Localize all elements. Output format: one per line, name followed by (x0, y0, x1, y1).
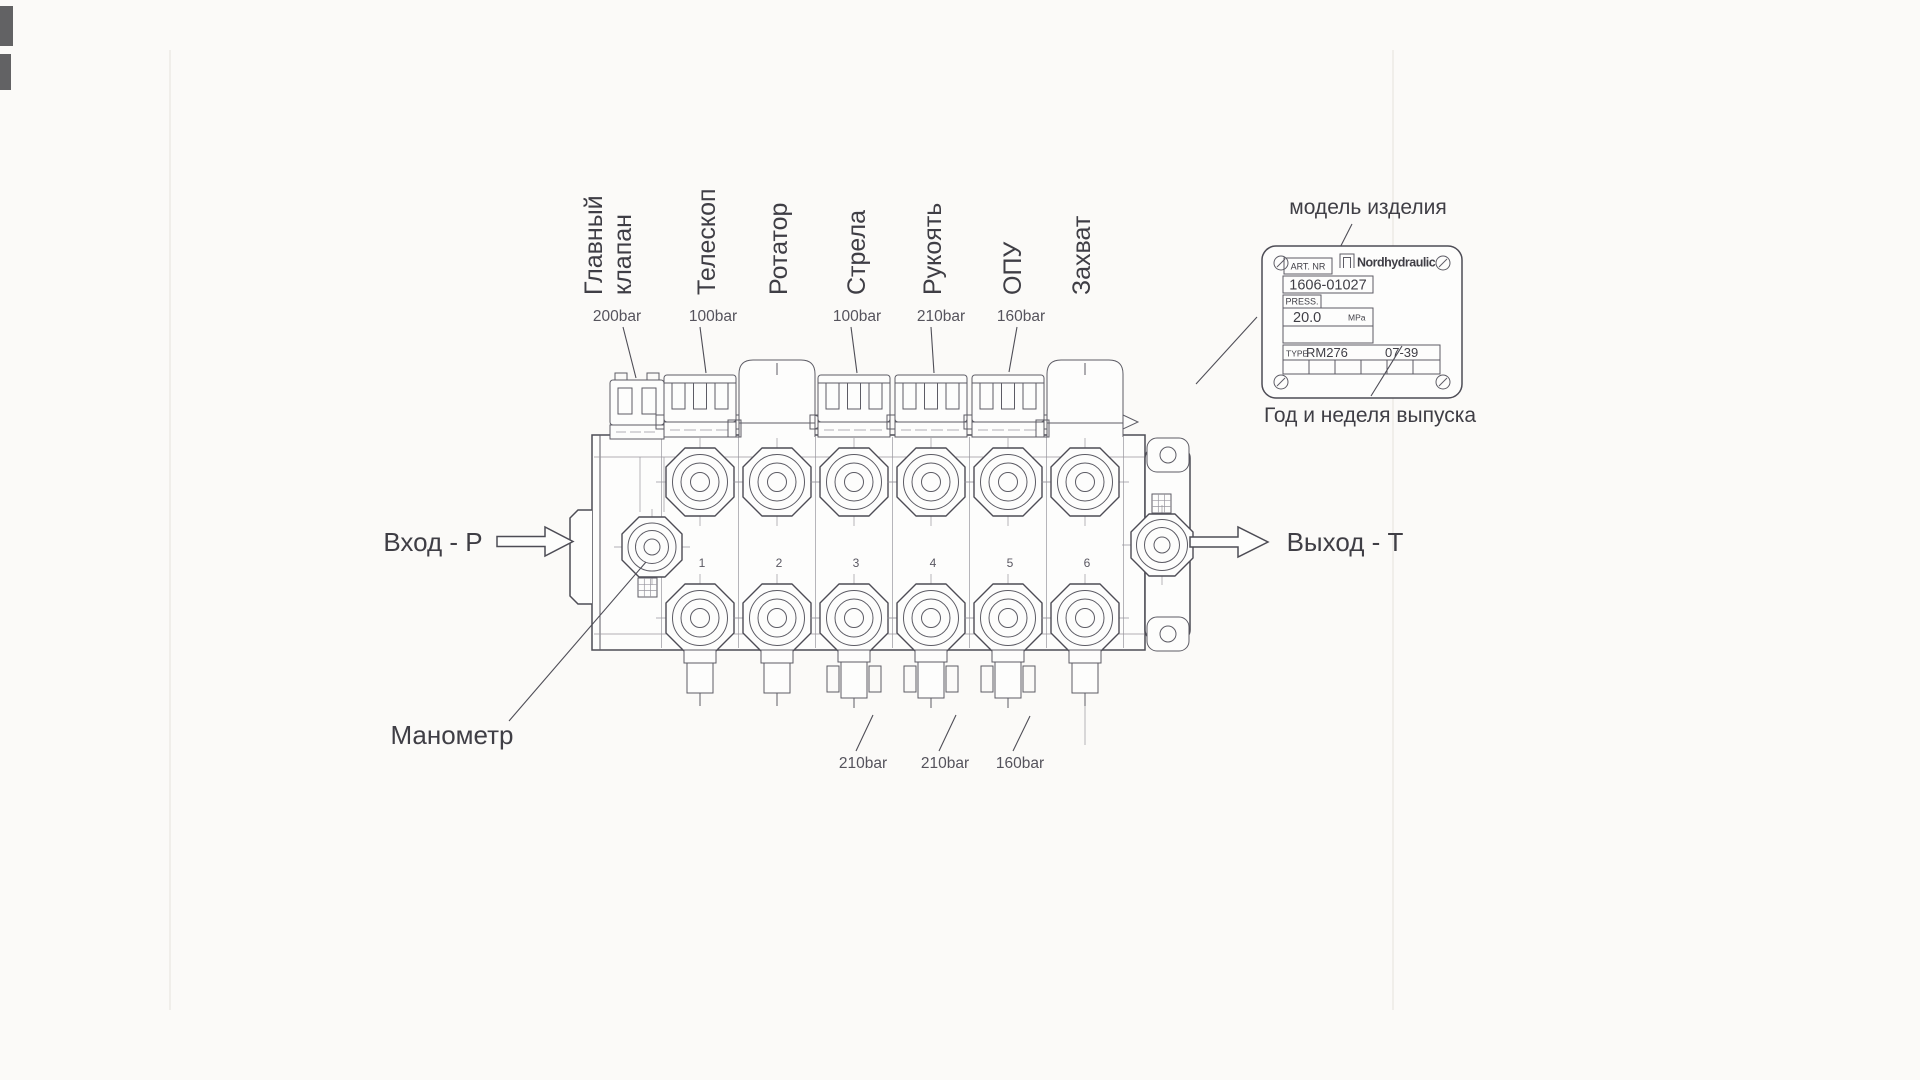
date-code-leader (1370, 345, 1403, 397)
pressure-opu-bottom: 160bar (996, 755, 1044, 772)
brand-name: Nordhydraulic (1357, 256, 1436, 270)
spool-ends-row (683, 649, 1102, 745)
label-grapple: Захват (1068, 215, 1096, 295)
top-pressure-settings: 200bar 100bar 100bar 210bar 160bar (593, 308, 1045, 379)
spool-numbers: 1 2 3 4 5 6 (699, 556, 1091, 570)
press-value: 20.0 (1293, 310, 1321, 326)
label-rotator: Ротатор (765, 203, 793, 295)
nameplate-to-valve-leader (1195, 316, 1258, 385)
gauge-annotation: Манометр (390, 561, 647, 750)
inlet-label: Вход - P (383, 527, 482, 557)
bottom-pressure-settings: 210bar 210bar 160bar (839, 714, 1044, 772)
inlet-annotation: Вход - P (383, 525, 575, 558)
spool-number-4: 4 (930, 556, 937, 570)
pressure-telescope: 100bar (689, 308, 737, 325)
pressure-main-valve: 200bar (593, 308, 641, 325)
brand-logo: Nordhydraulic (1339, 253, 1436, 270)
press-unit: MPa (1348, 313, 1366, 323)
label-main-valve-line2: клапан (609, 214, 637, 295)
outlet-annotation: Выход - Т (1189, 525, 1404, 559)
label-main-valve-line1: Главный (580, 195, 608, 295)
outlet-label: Выход - Т (1287, 527, 1404, 557)
spool-number-6: 6 (1084, 556, 1091, 570)
cap-grapple (1035, 359, 1139, 438)
cap-boom (809, 374, 899, 438)
spool-number-5: 5 (1007, 556, 1014, 570)
mounting-hole-top (1159, 446, 1177, 464)
inlet-arrow-icon (496, 525, 575, 558)
mounting-hole-bottom (1159, 625, 1177, 643)
type-label: TYPE (1286, 349, 1309, 359)
cap-opu (963, 374, 1053, 438)
brand-logo-icon (1339, 253, 1355, 268)
label-arm: Рукоять (919, 203, 947, 295)
date-code: 07-39 (1385, 345, 1418, 360)
hydraulic-valve-drawing: Главный клапан Телескоп Ротатор Стрела Р… (383, 188, 1476, 772)
scan-smudge (0, 6, 13, 46)
pressure-boom-bottom: 210bar (839, 755, 887, 772)
cap-telescope (655, 374, 745, 438)
nameplate-callout-top: модель изделия (1289, 196, 1446, 219)
outlet-port-boss (1122, 505, 1202, 585)
top-leader-lines (622, 326, 1018, 379)
art-nr-value: 1606-01027 (1289, 278, 1366, 294)
inlet-port-block (569, 509, 592, 605)
label-telescope: Телескоп (693, 188, 721, 295)
gauge-port-boss (614, 509, 690, 585)
spool-number-1: 1 (699, 556, 706, 570)
type-value: RM276 (1306, 345, 1348, 360)
section-labels: Главный клапан Телескоп Ротатор Стрела Р… (580, 188, 1096, 295)
label-opu: ОПУ (999, 242, 1027, 295)
label-boom: Стрела (843, 210, 871, 295)
scan-artifacts (0, 6, 1394, 1010)
pressure-arm-bottom: 210bar (921, 755, 969, 772)
nameplate: модель изделия ART. NR Nordhydraulic 160… (1195, 196, 1476, 427)
valve-caps-row (609, 359, 1139, 440)
nameplate-callout-bottom: Год и неделя выпуска (1264, 404, 1476, 427)
gauge-label: Манометр (390, 720, 513, 750)
press-label: PRESS. (1285, 297, 1318, 307)
bottom-leader-lines (855, 714, 1031, 752)
cap-rotator (727, 359, 831, 438)
art-nr-label: ART. NR (1291, 262, 1326, 272)
pressure-boom-top: 100bar (833, 308, 881, 325)
cap-arm (886, 374, 976, 438)
spool-number-2: 2 (776, 556, 783, 570)
scan-smudge (0, 54, 11, 90)
spool-number-3: 3 (853, 556, 860, 570)
pressure-arm-top: 210bar (917, 308, 965, 325)
pressure-opu-top: 160bar (997, 308, 1045, 325)
outlet-arrow-icon (1189, 525, 1270, 559)
